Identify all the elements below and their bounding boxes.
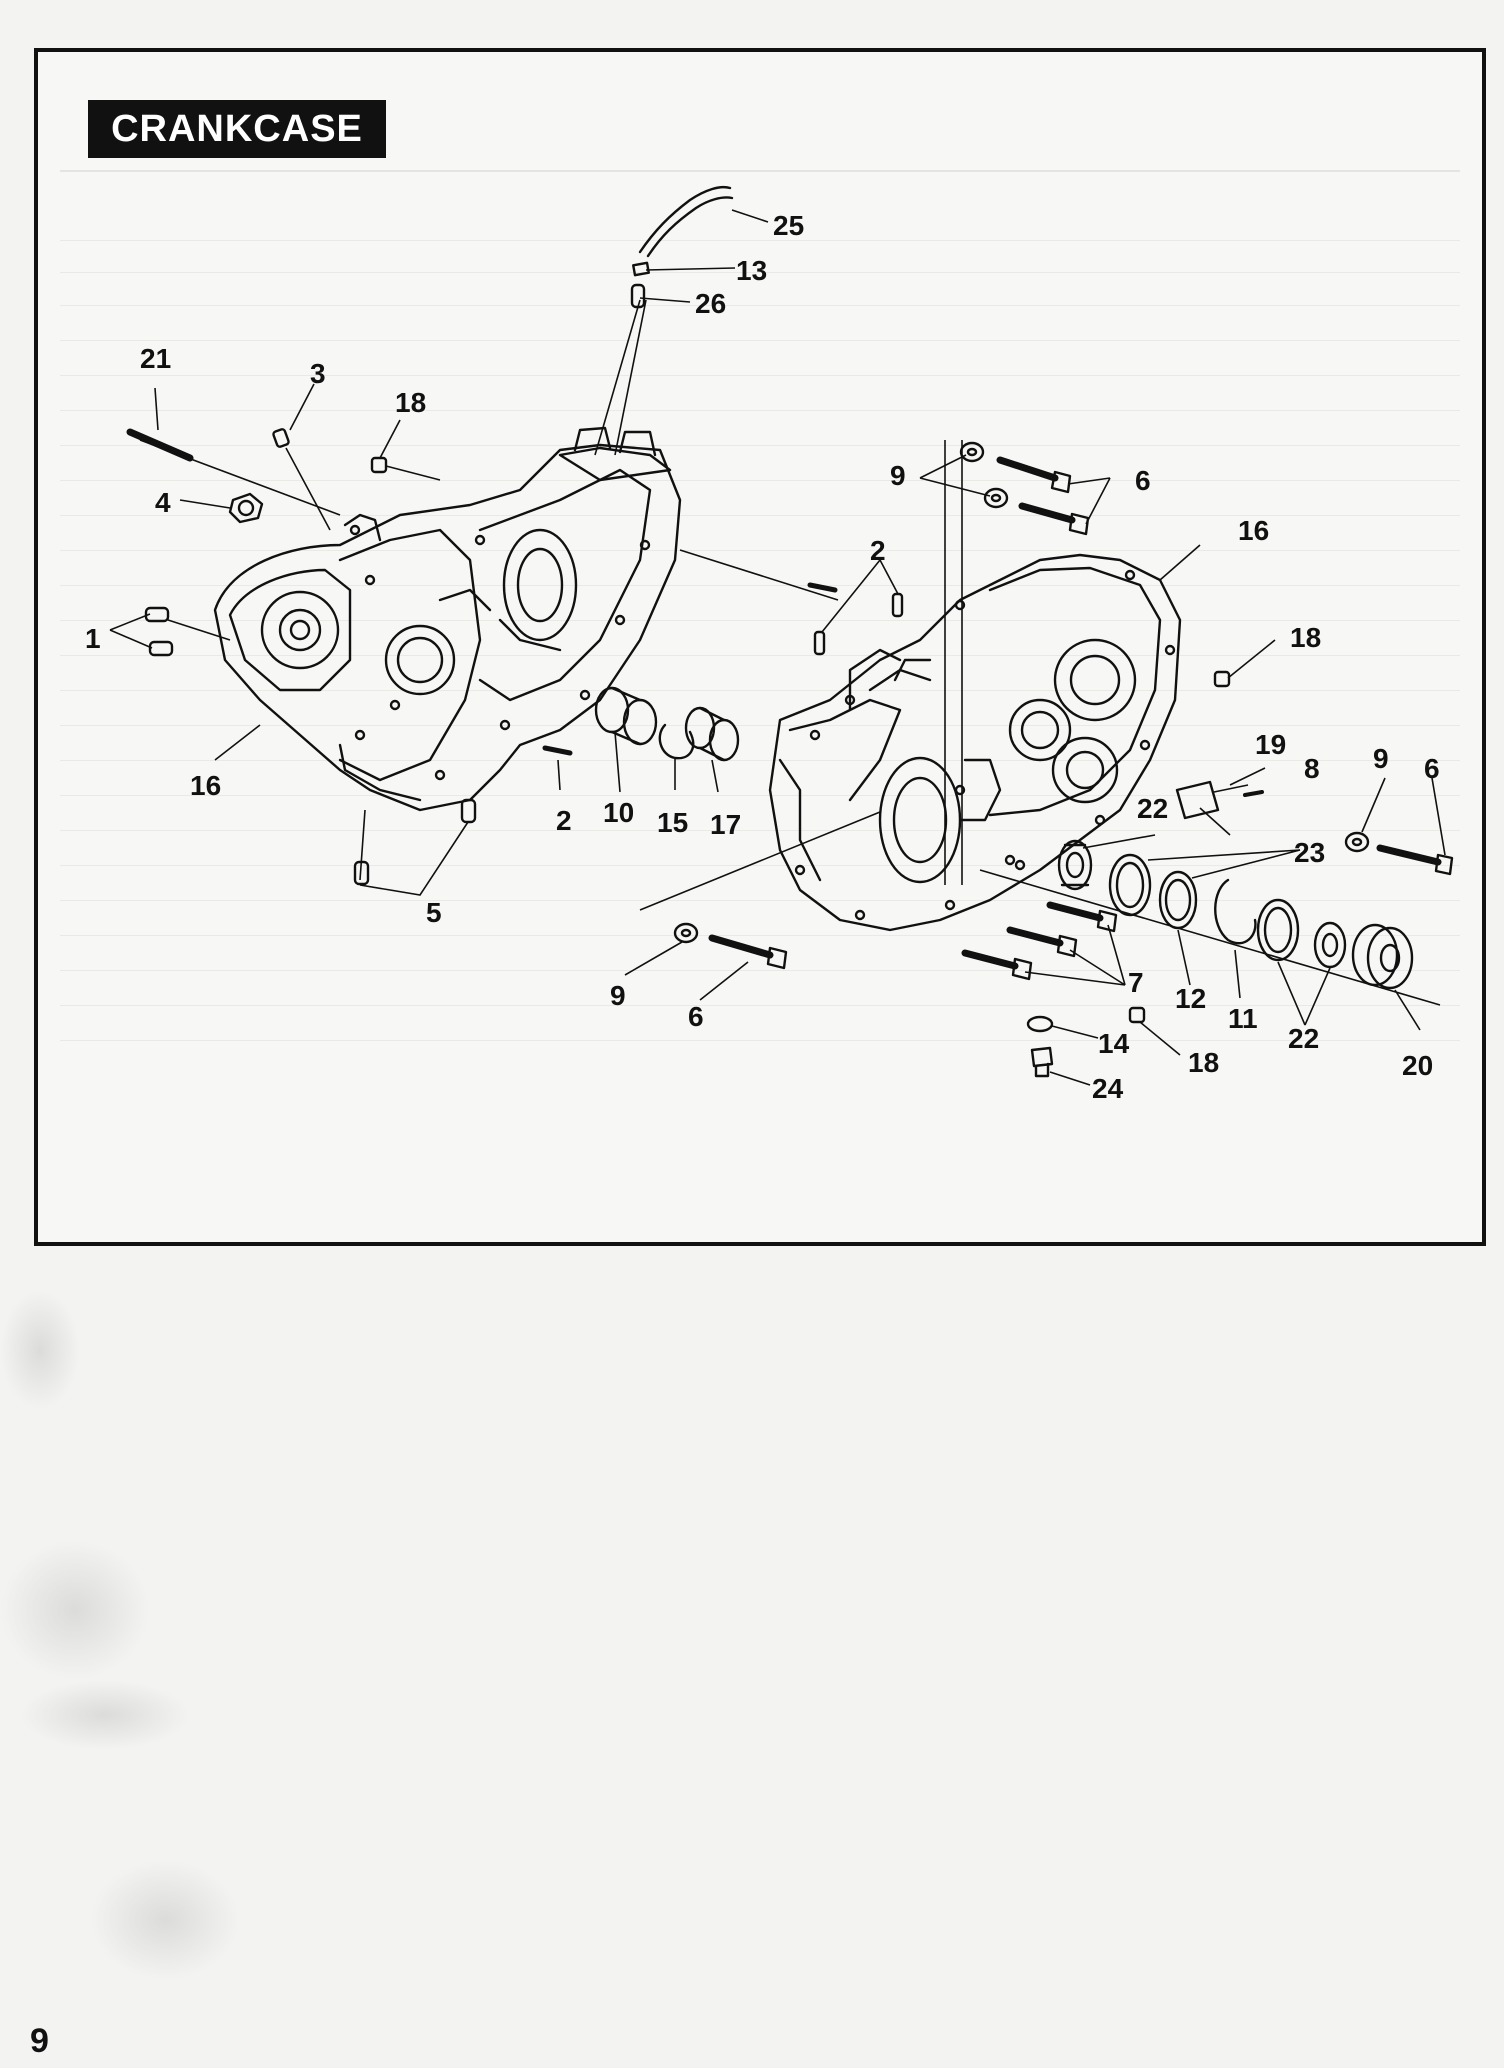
callout-25: 25 xyxy=(773,210,804,241)
washer xyxy=(673,922,699,944)
left-crankcase-half xyxy=(213,426,682,812)
cover-plate xyxy=(1175,780,1220,820)
tapered-bearing xyxy=(1057,839,1093,891)
stud xyxy=(126,428,194,462)
o-ring xyxy=(1026,1015,1054,1033)
leader-lines xyxy=(109,209,1446,1086)
callout-24: 24 xyxy=(1092,1073,1124,1104)
page-title: CRANKCASE xyxy=(88,100,386,158)
bolt xyxy=(1376,844,1454,876)
dowel-pin xyxy=(148,640,174,657)
callout-18: 18 xyxy=(395,387,426,418)
breather-tube xyxy=(630,186,734,309)
bolt xyxy=(1006,926,1078,958)
page-smudge xyxy=(90,1860,240,1980)
tapered-bearing xyxy=(1313,921,1347,969)
retaining-ring xyxy=(658,723,695,760)
callout-17: 17 xyxy=(710,809,741,840)
roller-bearing xyxy=(684,706,740,762)
callout-9: 9 xyxy=(1373,743,1389,774)
callout-9: 9 xyxy=(890,460,906,491)
page-smudge xyxy=(0,1540,150,1680)
screw xyxy=(1243,790,1264,797)
callout-16: 16 xyxy=(1238,515,1269,546)
callout-6: 6 xyxy=(688,1001,704,1032)
bolt xyxy=(996,456,1072,494)
right-crankcase-half xyxy=(768,553,1182,932)
callout-9: 9 xyxy=(610,980,626,1011)
callout-7: 7 xyxy=(1128,967,1144,998)
page-number: 9 xyxy=(30,2022,49,2060)
washer xyxy=(1344,831,1370,853)
callout-18: 18 xyxy=(1290,622,1321,653)
callout-2: 2 xyxy=(870,535,886,566)
page-smudge xyxy=(20,1680,190,1750)
bleed-through-texture xyxy=(60,170,1460,1041)
page-smudge xyxy=(0,1290,80,1410)
bearing-race xyxy=(1108,853,1152,917)
callout-12: 12 xyxy=(1175,983,1206,1014)
pin xyxy=(813,630,826,656)
callout-5: 5 xyxy=(426,897,442,928)
callout-23: 23 xyxy=(1294,837,1325,868)
callout-16: 16 xyxy=(190,770,221,801)
pin xyxy=(807,582,838,593)
bushing xyxy=(594,686,658,746)
drain-plug xyxy=(228,492,264,524)
callout-4: 4 xyxy=(155,487,171,518)
callout-22: 22 xyxy=(1137,793,1168,824)
callout-1: 1 xyxy=(85,623,101,654)
washer xyxy=(983,487,1009,509)
callout-3: 3 xyxy=(310,358,326,389)
bearing-race xyxy=(1256,898,1300,962)
callout-18: 18 xyxy=(1188,1047,1219,1078)
callout-14: 14 xyxy=(1098,1028,1130,1059)
callout-26: 26 xyxy=(695,288,726,319)
callout-10: 10 xyxy=(603,797,634,828)
callout-15: 15 xyxy=(657,807,688,838)
callout-19: 19 xyxy=(1255,729,1286,760)
bolt xyxy=(1046,901,1118,933)
pin xyxy=(891,592,904,618)
oil-seal xyxy=(1351,923,1414,990)
diagram-frame xyxy=(34,48,1486,1246)
bolt xyxy=(961,949,1033,981)
callout-21: 21 xyxy=(140,343,171,374)
callout-6: 6 xyxy=(1135,465,1151,496)
bolt xyxy=(1018,502,1090,536)
dowel-pin xyxy=(1128,1006,1146,1024)
bolt xyxy=(708,934,788,970)
retaining-ring xyxy=(1214,878,1257,945)
dowel-pin xyxy=(144,606,170,623)
callout-11: 11 xyxy=(1228,1003,1258,1034)
callout-labels: 25 13 26 21 3 18 4 1 16 2 5 10 15 17 2 9… xyxy=(85,210,1440,1104)
callout-13: 13 xyxy=(736,255,767,286)
dowel-pin xyxy=(272,428,290,448)
dowel-pin xyxy=(1213,670,1231,688)
callout-6: 6 xyxy=(1424,753,1440,784)
dowel-pin xyxy=(370,456,388,474)
callout-20: 20 xyxy=(1402,1050,1433,1081)
washer xyxy=(959,441,985,463)
drain-plug xyxy=(1030,1046,1054,1078)
pin xyxy=(542,745,573,756)
callout-2: 2 xyxy=(556,805,572,836)
callout-22: 22 xyxy=(1288,1023,1319,1054)
callout-8: 8 xyxy=(1304,753,1320,784)
dowel-pin xyxy=(460,798,477,824)
